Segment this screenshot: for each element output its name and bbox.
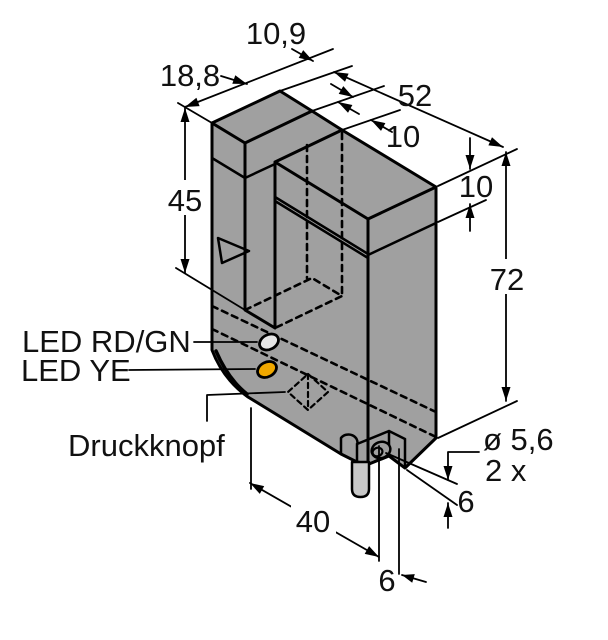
pushbutton-leader (206, 391, 286, 422)
hidden-bottom-edges (210, 304, 438, 439)
dim-52-label: 52 (398, 78, 432, 113)
dim-6-right-label: 6 (457, 484, 474, 519)
led-rdgn-label: LED RD/GN (22, 324, 191, 359)
dim-line-52 (333, 71, 504, 148)
dim-right-10-label: 10 (459, 169, 493, 204)
dim-72-label: 72 (490, 262, 524, 297)
hole-count-label: 2 x (485, 453, 527, 488)
optical-window-seam (210, 156, 438, 260)
dim-text-gaps (165, 180, 527, 539)
hidden-slot-edges (243, 131, 344, 330)
hole-diameter-label: ø 5,6 (483, 422, 554, 457)
mounting-notch-arch (339, 429, 407, 470)
led-ye-indicator (256, 360, 278, 379)
tower-top-face-edges (210, 109, 438, 465)
dim-109-label: 10,9 (246, 16, 306, 51)
arrowheads (180, 50, 511, 583)
beam-direction-marker-icon (216, 236, 251, 265)
dim-6-bottom-label: 6 (378, 563, 395, 598)
led-ye-leader (128, 368, 256, 371)
dim-slot-10-label: 10 (386, 119, 420, 154)
pushbutton-label: Druckknopf (68, 428, 225, 463)
labels-layer: 10,9 18,8 52 10 10 45 72 LED RD/GN LED Y… (21, 16, 554, 598)
led-rdgn-indicator (258, 332, 280, 352)
cable (350, 460, 371, 499)
pushbutton-hidden-outline (286, 372, 330, 412)
dim-45-label: 45 (168, 183, 202, 218)
dim-188-label: 18,8 (160, 58, 220, 93)
dim-40-label: 40 (296, 504, 330, 539)
led-ye-label: LED YE (21, 353, 131, 388)
bevel-corner-arc (214, 349, 249, 396)
